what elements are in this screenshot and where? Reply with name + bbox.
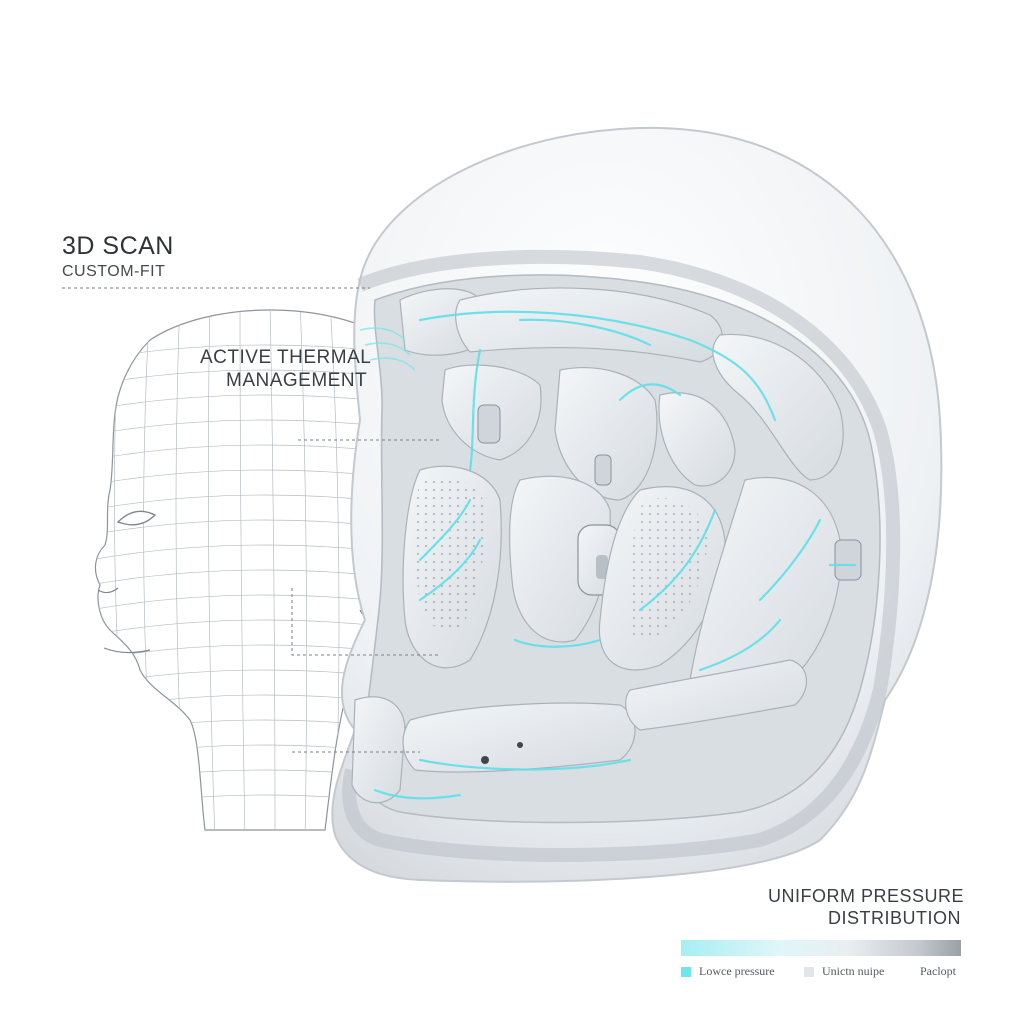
pressure-label-line2: DISTRIBUTION: [828, 908, 962, 928]
thermal-label-line1: ACTIVE THERMAL: [200, 347, 372, 368]
legend-swatch-low: [681, 966, 691, 977]
helmet-interior: [351, 274, 881, 824]
scan-subtitle: CUSTOM-FIT: [62, 263, 166, 280]
legend-item-low: Lowce pressure: [681, 964, 775, 979]
legend-swatch-uniform: [804, 966, 814, 977]
thermal-channels: [373, 310, 857, 800]
airflow-swoosh: [359, 327, 416, 371]
legend-label-uniform: Unictn nuipe: [822, 964, 885, 978]
thermal-label-line2: MANAGEMENT: [226, 370, 368, 391]
scan-title: 3D SCAN: [62, 232, 174, 260]
legend-label-peak: Paclopt: [920, 964, 956, 978]
legend-item-peak: Paclopt: [920, 964, 956, 979]
leader-lines: [62, 287, 440, 753]
pressure-gradient-bar: [681, 940, 961, 956]
legend-label-low: Lowce pressure: [699, 964, 775, 978]
legend-item-uniform: Unictn nuipe: [804, 964, 884, 979]
pressure-label-line1: UNIFORM PRESSURE: [768, 886, 965, 906]
